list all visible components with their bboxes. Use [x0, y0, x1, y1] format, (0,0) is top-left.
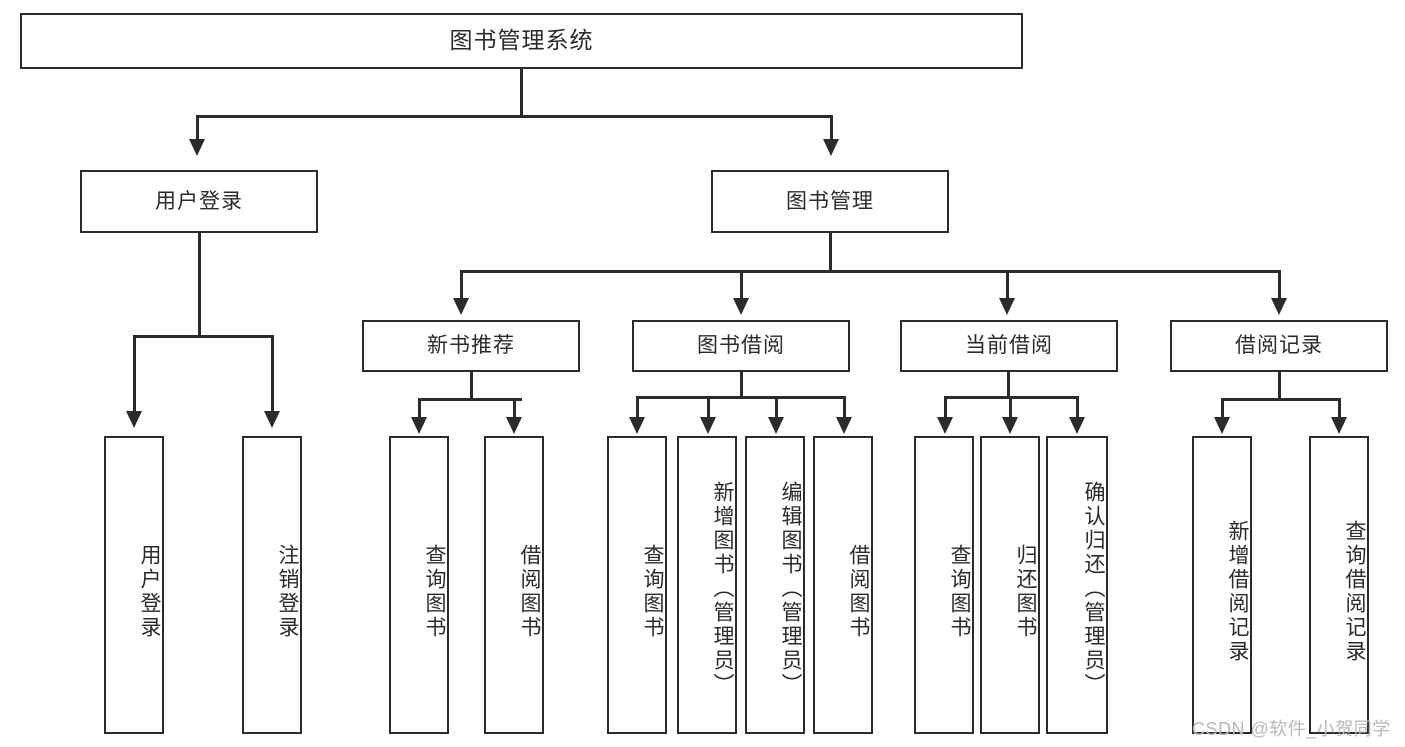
leaf-borrow-record-add-record[interactable]: 新增借阅记录 [1192, 436, 1252, 734]
arrowhead-borrow-record [1271, 298, 1287, 315]
leaf-book-borrow-add-book-admin[interactable]: 新增图书（管理员） [677, 436, 737, 734]
node-current-borrow[interactable]: 当前借阅 [900, 320, 1118, 372]
arrowhead-new-book-leaf-1 [411, 417, 427, 434]
arrowhead-book-borrow-leaf-3 [768, 417, 784, 434]
leaf-current-borrow-confirm-return-admin[interactable]: 确认归还（管理员） [1046, 436, 1108, 734]
edge-root-to-book-manage [830, 115, 833, 141]
edge-book-manage-bus [460, 270, 1281, 273]
arrowhead-user-login-leaf-2 [264, 411, 280, 428]
node-new-book-recommend[interactable]: 新书推荐 [362, 320, 580, 372]
arrowhead-current-borrow [999, 298, 1015, 315]
edge-user-login-to-leaf-1 [133, 335, 136, 413]
leaf-book-borrow-borrow-books[interactable]: 借阅图书 [813, 436, 873, 734]
leaf-current-borrow-return-books[interactable]: 归还图书 [980, 436, 1040, 734]
node-borrow-record[interactable]: 借阅记录 [1170, 320, 1388, 372]
arrowhead-book-borrow-leaf-2 [700, 417, 716, 434]
arrowhead-new-book [453, 298, 469, 315]
edge-book-manage-stem [829, 232, 832, 272]
arrowhead-current-borrow-leaf-3 [1069, 417, 1085, 434]
node-user-login[interactable]: 用户登录 [80, 170, 318, 233]
edge-new-book-stem [470, 372, 473, 400]
edge-current-borrow-to-leaf-1 [944, 396, 947, 420]
edge-new-book-bus [418, 398, 522, 401]
arrowhead-book-borrow [733, 298, 749, 315]
edge-root-to-user-login [196, 115, 199, 141]
leaf-borrow-record-query-record[interactable]: 查询借阅记录 [1309, 436, 1369, 734]
edge-book-manage-to-book-borrow [740, 270, 743, 300]
leaf-book-borrow-edit-book-admin[interactable]: 编辑图书（管理员） [745, 436, 805, 734]
edge-book-borrow-bus [636, 396, 845, 399]
node-root-system[interactable]: 图书管理系统 [20, 13, 1023, 69]
leaf-user-login-signin[interactable]: 用户登录 [104, 436, 164, 734]
edge-book-borrow-to-leaf-2 [707, 396, 710, 420]
edge-book-borrow-to-leaf-3 [775, 396, 778, 420]
edge-user-login-bus [133, 335, 273, 338]
edge-book-borrow-stem [740, 372, 743, 398]
edge-borrow-record-stem [1278, 372, 1281, 400]
arrowhead-user-login [189, 139, 205, 156]
edge-borrow-record-bus [1221, 398, 1338, 401]
edge-book-borrow-to-leaf-1 [636, 396, 639, 420]
edge-user-login-to-leaf-2 [271, 335, 274, 413]
edge-root-stem [520, 69, 523, 115]
edge-book-borrow-to-leaf-4 [843, 396, 846, 420]
edge-user-login-stem [198, 233, 201, 335]
arrowhead-book-manage [823, 139, 839, 156]
edge-book-manage-to-new-book [460, 270, 463, 300]
edge-current-borrow-stem [1007, 372, 1010, 398]
node-book-borrow[interactable]: 图书借阅 [632, 320, 850, 372]
node-book-management[interactable]: 图书管理 [711, 170, 949, 233]
arrowhead-current-borrow-leaf-1 [937, 417, 953, 434]
edge-book-manage-to-current-borrow [1006, 270, 1009, 300]
arrowhead-borrow-record-leaf-2 [1331, 417, 1347, 434]
arrowhead-user-login-leaf-1 [126, 411, 142, 428]
edge-current-borrow-to-leaf-2 [1009, 396, 1012, 420]
edge-root-bus [196, 115, 833, 118]
edge-borrow-record-to-leaf-2 [1338, 398, 1341, 420]
leaf-new-book-query-books[interactable]: 查询图书 [389, 436, 449, 734]
leaf-user-login-signout[interactable]: 注销登录 [242, 436, 302, 734]
leaf-book-borrow-query-books[interactable]: 查询图书 [607, 436, 667, 734]
arrowhead-book-borrow-leaf-1 [629, 417, 645, 434]
leaf-current-borrow-query-books[interactable]: 查询图书 [914, 436, 974, 734]
edge-borrow-record-to-leaf-1 [1221, 398, 1224, 420]
edge-current-borrow-to-leaf-3 [1076, 396, 1079, 420]
edge-new-book-to-leaf-1 [418, 398, 421, 420]
edge-new-book-to-leaf-2 [513, 398, 516, 420]
arrowhead-current-borrow-leaf-2 [1002, 417, 1018, 434]
edge-book-manage-to-borrow-record [1278, 270, 1281, 300]
arrowhead-book-borrow-leaf-4 [836, 417, 852, 434]
arrowhead-new-book-leaf-2 [506, 417, 522, 434]
arrowhead-borrow-record-leaf-1 [1214, 417, 1230, 434]
leaf-new-book-borrow-books[interactable]: 借阅图书 [484, 436, 544, 734]
